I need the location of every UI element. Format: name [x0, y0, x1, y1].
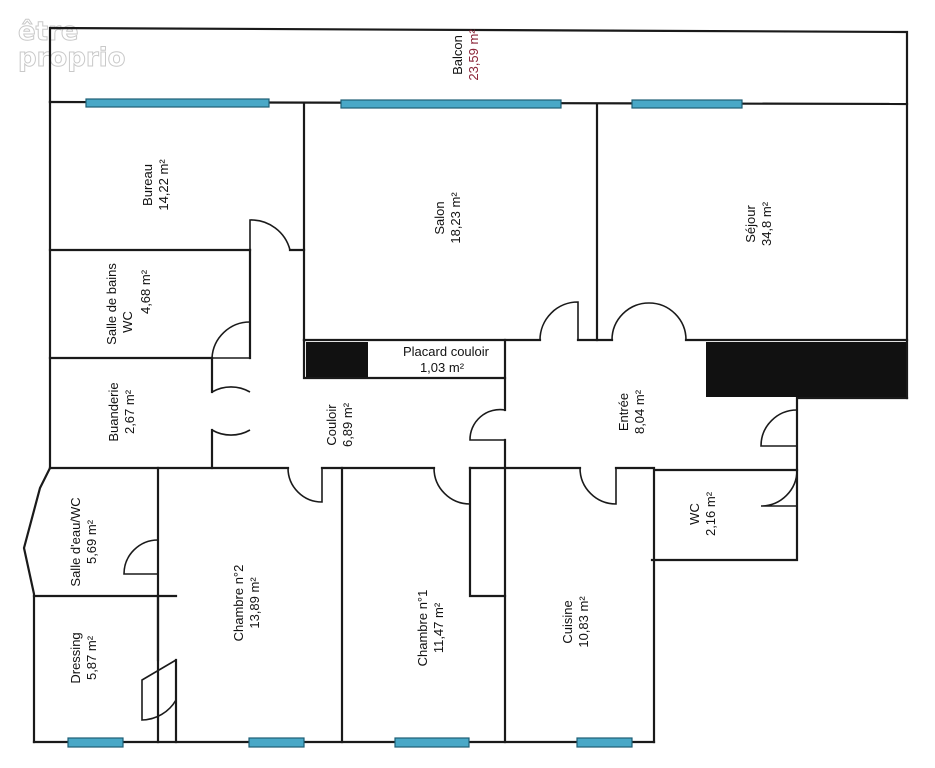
dressing-label: Dressing 5,87 m²	[68, 632, 99, 683]
buanderie-door-icon	[211, 386, 251, 436]
salon-window	[340, 99, 562, 109]
etre-proprio-watermark: être proprio	[18, 17, 127, 74]
cuisine-label: Cuisine 10,83 m²	[560, 596, 591, 648]
wc-label: WC 2,16 m²	[687, 491, 718, 536]
dressing-door-icon	[141, 659, 177, 721]
sdeau-door-icon	[123, 539, 159, 575]
buanderie-name: Buanderie	[106, 382, 121, 441]
doors	[123, 219, 798, 721]
salon-label: Salon 18,23 m²	[432, 192, 463, 244]
salle-eau-label: Salle d'eau/WC 5,69 m²	[68, 497, 99, 586]
windows	[67, 98, 743, 748]
balcon-label: Balcon 23,59 m²	[450, 29, 481, 81]
entree-area: 8,04 m²	[632, 389, 647, 434]
placard-outline	[302, 338, 507, 380]
sdb-area: 4,68 m²	[138, 269, 153, 314]
chambre2-door-icon	[287, 467, 323, 503]
placard-area: 1,03 m²	[420, 360, 465, 375]
placard-dark-block	[306, 342, 368, 377]
sejour-label: Séjour 34,8 m²	[743, 201, 774, 246]
wc-door-icon	[760, 469, 798, 507]
cuisine-name: Cuisine	[560, 600, 575, 643]
sejour-double-door-icon	[611, 302, 687, 341]
wc-wall	[650, 468, 799, 562]
left-outer-wall-lower	[22, 466, 52, 744]
chambre2-window	[248, 737, 305, 748]
balcony-outline	[48, 26, 909, 104]
couloir-label: Couloir 6,89 m²	[324, 402, 355, 447]
salon-door-icon	[539, 301, 579, 341]
watermark-line2: proprio	[18, 43, 126, 73]
sejour-name: Séjour	[743, 205, 758, 243]
sejour-window	[631, 99, 743, 109]
couloir-name: Couloir	[324, 404, 339, 446]
buanderie-area: 2,67 m²	[122, 389, 137, 434]
salle-eau-area: 5,69 m²	[84, 519, 99, 564]
bureau-name: Bureau	[140, 164, 155, 206]
entree-label: Entrée 8,04 m²	[616, 389, 647, 434]
balcon-area: 23,59 m²	[466, 29, 481, 81]
bureau-window	[85, 98, 270, 108]
sdb-line2: WC	[120, 311, 135, 333]
salle-eau-name: Salle d'eau/WC	[68, 497, 83, 586]
placard-name: Placard couloir	[403, 344, 490, 359]
chambre1-door-icon	[433, 467, 471, 505]
room-labels: Balcon 23,59 m² Bureau 14,22 m² Salon 18…	[68, 29, 774, 684]
couloir-area: 6,89 m²	[340, 402, 355, 447]
dressing-name: Dressing	[68, 632, 83, 683]
dressing-area: 5,87 m²	[84, 635, 99, 680]
sejour-dark-block	[706, 342, 906, 397]
sdb-line1: Salle de bains	[104, 263, 119, 345]
cuisine-door-icon	[579, 467, 617, 505]
chambre1-name: Chambre n°1	[415, 590, 430, 667]
salon-area: 18,23 m²	[448, 192, 463, 244]
chambre2-area: 13,89 m²	[247, 577, 262, 629]
sdb-wc-label: Salle de bains WC 4,68 m²	[104, 263, 153, 345]
chambre1-closet	[468, 466, 507, 598]
bureau-door-icon	[249, 219, 291, 251]
wc-name: WC	[687, 503, 702, 525]
buanderie-label: Buanderie 2,67 m²	[106, 382, 137, 441]
watermark-line1: être	[18, 17, 79, 47]
chambre2-label: Chambre n°2 13,89 m²	[231, 565, 262, 642]
cuisine-window	[576, 737, 633, 748]
sdb-door-icon	[211, 321, 251, 359]
entree-name: Entrée	[616, 393, 631, 431]
entree-door-icon	[469, 408, 506, 441]
front-door-icon	[760, 409, 798, 447]
dressing-window	[67, 737, 124, 748]
sejour-area: 34,8 m²	[759, 201, 774, 246]
right-lower-wall	[652, 396, 909, 744]
chambre1-area: 11,47 m²	[431, 602, 446, 653]
salon-name: Salon	[432, 201, 447, 234]
wc-area: 2,16 m²	[703, 491, 718, 536]
placard-label: Placard couloir 1,03 m²	[403, 344, 490, 375]
cuisine-area: 10,83 m²	[576, 596, 591, 648]
chambre1-label: Chambre n°1 11,47 m²	[415, 590, 446, 667]
balcon-name: Balcon	[450, 35, 465, 75]
bureau-area: 14,22 m²	[156, 159, 171, 211]
chambre1-window	[394, 737, 470, 748]
bureau-label: Bureau 14,22 m²	[140, 159, 171, 211]
chambre2-name: Chambre n°2	[231, 565, 246, 642]
